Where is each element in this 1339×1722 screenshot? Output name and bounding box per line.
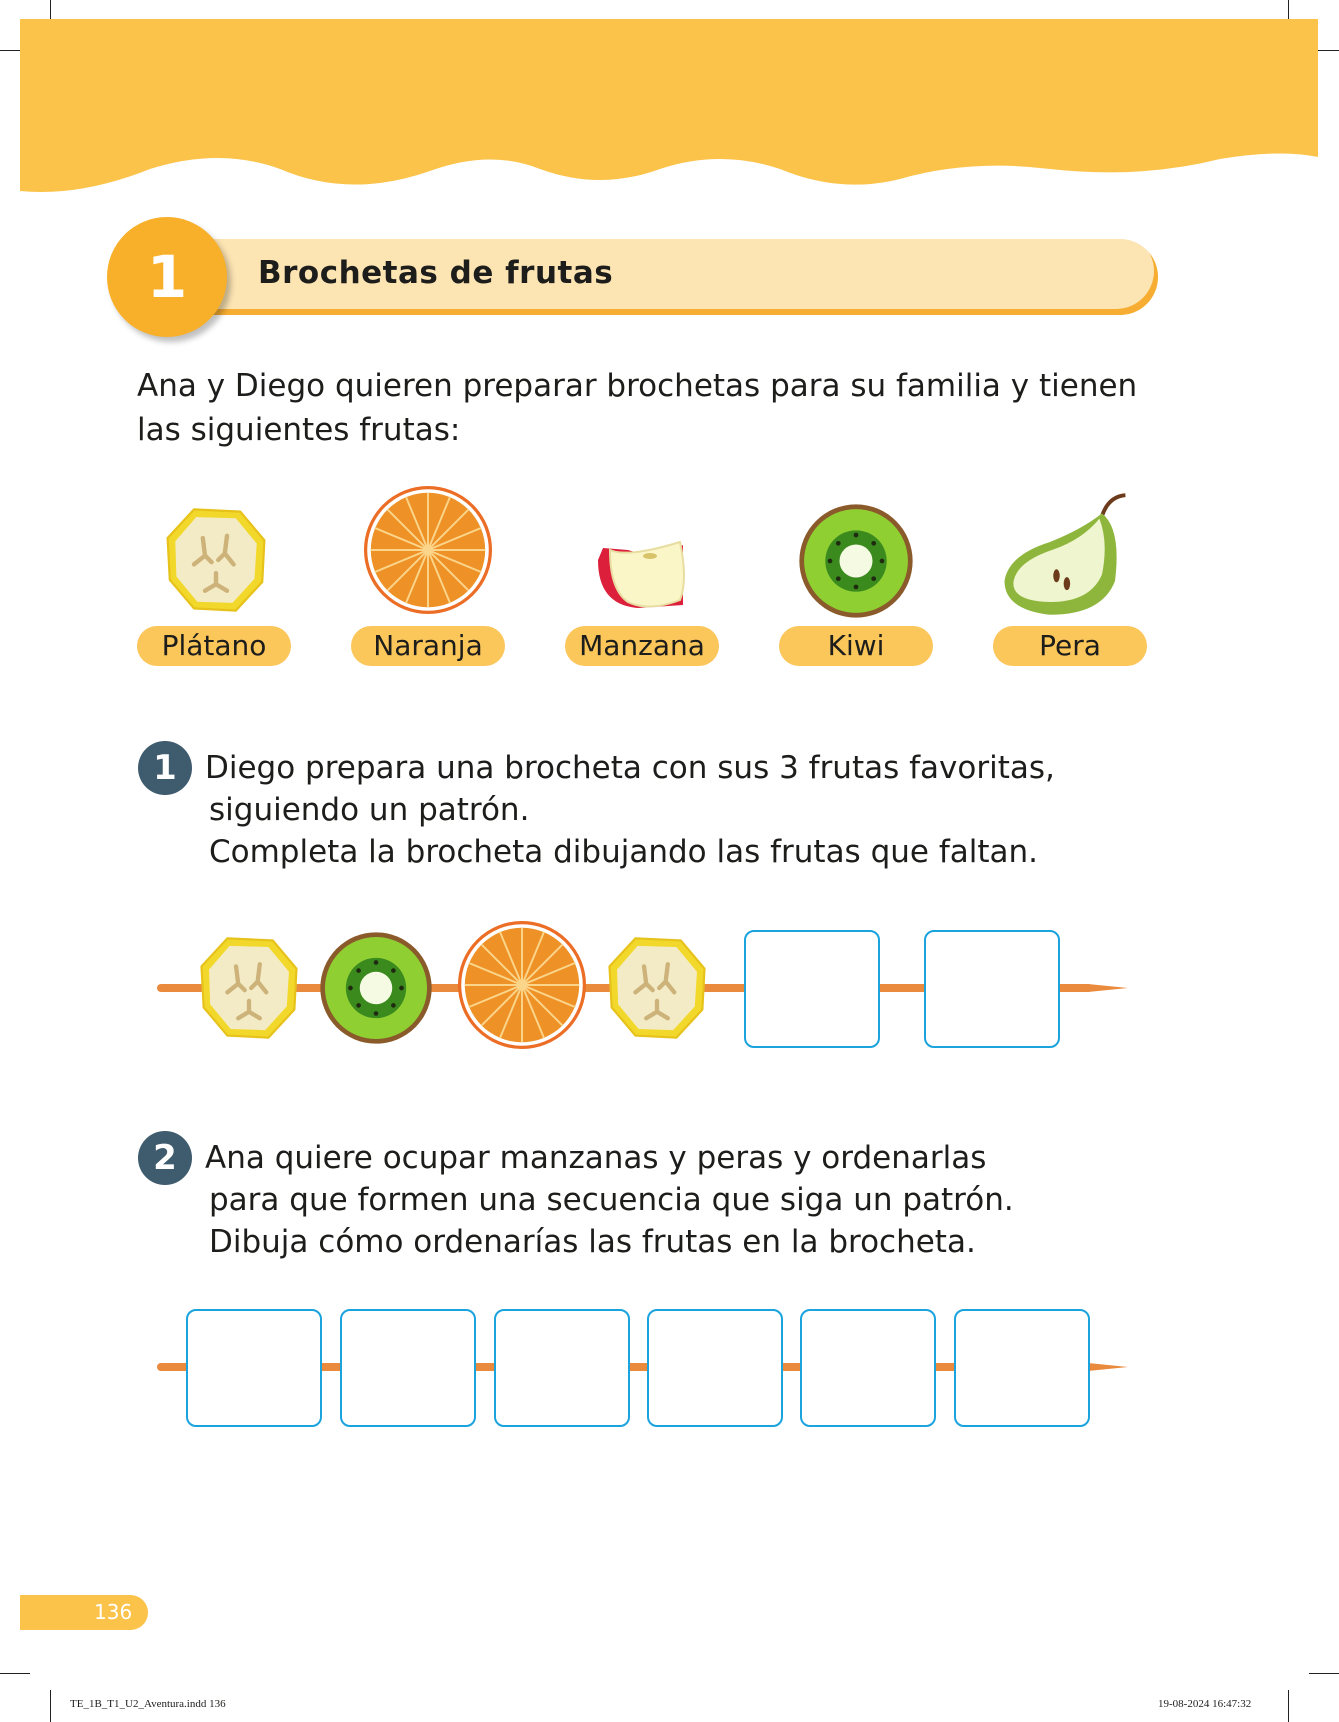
- drawing-box[interactable]: [800, 1309, 936, 1427]
- header-wave-banner: [20, 19, 1318, 193]
- question-number-badge: 2: [138, 1131, 192, 1185]
- apple-slice-icon: [568, 520, 708, 620]
- question-line: Diego prepara una brocheta con sus 3 fru…: [205, 750, 1055, 786]
- drawing-box[interactable]: [494, 1309, 630, 1427]
- question-line: para que formen una secuencia que siga u…: [209, 1182, 1014, 1218]
- kiwi-slice-icon: [316, 930, 436, 1046]
- question-1-text: Diego prepara una brocheta con sus 3 fru…: [205, 747, 1055, 873]
- crop-mark: [0, 1673, 30, 1674]
- footer-file-name: TE_1B_T1_U2_Aventura.indd 136: [70, 1698, 226, 1710]
- drawing-box[interactable]: [186, 1309, 322, 1427]
- orange-slice-icon: [363, 485, 493, 615]
- drawing-box[interactable]: [647, 1309, 783, 1427]
- fruit-label-kiwi: Kiwi: [779, 626, 933, 666]
- question-line: Ana quiere ocupar manzanas y peras y ord…: [205, 1140, 987, 1176]
- crop-mark: [0, 50, 30, 51]
- orange-slice-icon: [457, 920, 587, 1050]
- crop-mark: [1309, 50, 1339, 51]
- footer-timestamp: 19-08-2024 16:47:32: [1158, 1698, 1252, 1710]
- question-number-badge: 1: [138, 741, 192, 795]
- drawing-box[interactable]: [924, 930, 1060, 1048]
- question-2-text: Ana quiere ocupar manzanas y peras y ord…: [205, 1137, 1014, 1263]
- fruit-label-naranja: Naranja: [351, 626, 505, 666]
- question-line: Dibuja cómo ordenarías las frutas en la …: [209, 1224, 976, 1260]
- banana-slice-icon: [195, 930, 303, 1046]
- kiwi-slice-icon: [796, 502, 916, 620]
- page-number: 136: [94, 1600, 133, 1624]
- fruit-label-manzana: Manzana: [565, 626, 719, 666]
- fruit-label-pera: Pera: [993, 626, 1147, 666]
- crop-mark: [50, 0, 51, 22]
- crop-mark: [1309, 1673, 1339, 1674]
- section-number-badge: 1: [107, 217, 227, 337]
- banana-slice-icon: [603, 930, 711, 1046]
- drawing-box[interactable]: [954, 1309, 1090, 1427]
- fruit-label-platano: Plátano: [137, 626, 291, 666]
- section-title-bar: [198, 239, 1158, 315]
- drawing-box[interactable]: [340, 1309, 476, 1427]
- intro-line: las siguientes frutas:: [137, 412, 461, 448]
- question-line: siguiendo un patrón.: [209, 792, 530, 828]
- crop-mark: [50, 1690, 51, 1722]
- pear-half-icon: [998, 490, 1128, 620]
- page-number-tab: 136: [20, 1595, 148, 1630]
- intro-line: Ana y Diego quieren preparar brochetas p…: [137, 368, 1138, 404]
- banana-slice-icon: [156, 505, 276, 615]
- skewer-tip: [1088, 984, 1128, 992]
- drawing-box[interactable]: [744, 930, 880, 1048]
- crop-mark: [1288, 1690, 1289, 1722]
- section-title: Brochetas de frutas: [258, 255, 614, 291]
- skewer-tip: [1088, 1363, 1128, 1371]
- question-line: Completa la brocheta dibujando las fruta…: [209, 834, 1038, 870]
- crop-mark: [1288, 0, 1289, 22]
- intro-text: Ana y Diego quieren preparar brochetas p…: [137, 364, 1237, 452]
